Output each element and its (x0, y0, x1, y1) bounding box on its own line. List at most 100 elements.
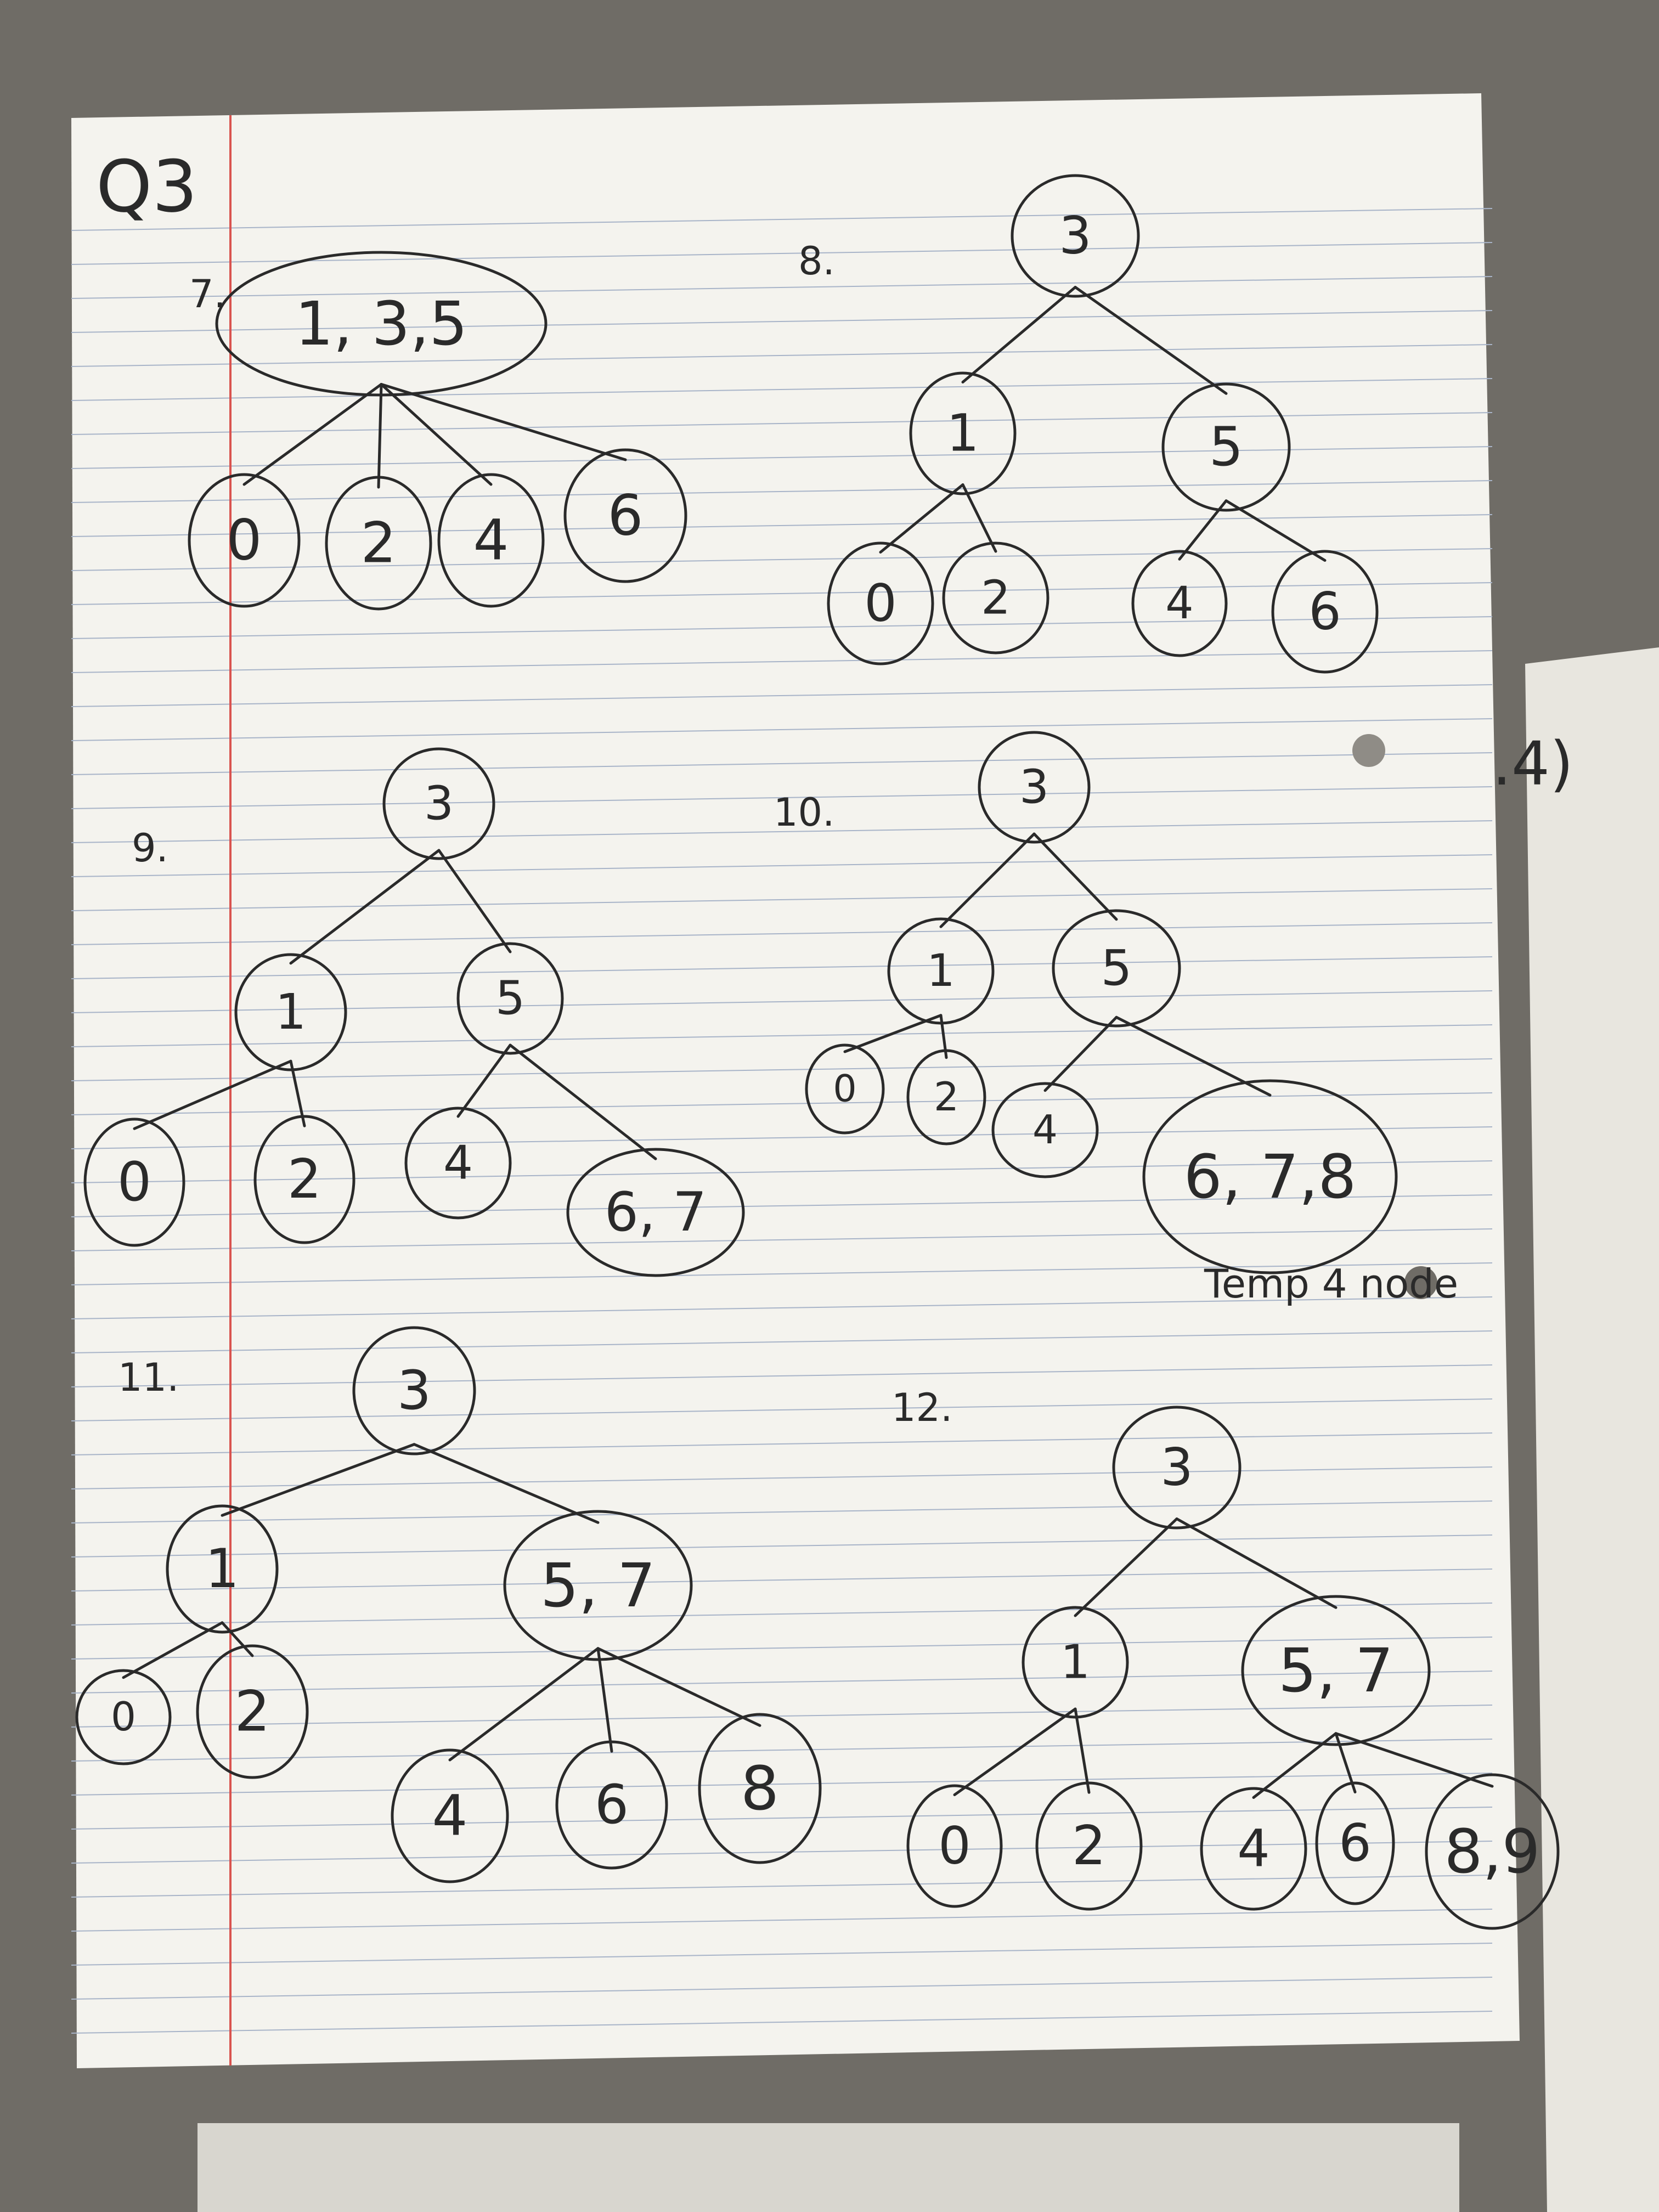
punch-hole (1404, 1266, 1437, 1299)
ruled-line (71, 1398, 1493, 1421)
tree-edge (1074, 286, 1228, 395)
tree-node-label: 1 (1060, 1635, 1090, 1690)
ruled-line (71, 1943, 1493, 1966)
tree-node-circle (827, 541, 934, 665)
ruled-line (71, 1739, 1493, 1762)
tree-node-label: 2 (361, 511, 397, 576)
ruled-line (71, 1296, 1493, 1319)
tree-node-label: 2 (981, 571, 1011, 625)
ruled-line (71, 1092, 1493, 1115)
tree-node-label: 0 (117, 1151, 151, 1214)
tree-node-label: 6 (595, 1774, 629, 1836)
tree-node-label: 5, 7 (1278, 1635, 1393, 1706)
tree-node-label: 8 (741, 1753, 779, 1824)
tree-node-label: 5 (495, 972, 525, 1026)
tree-edge (879, 483, 964, 554)
tree-edge (939, 832, 1036, 928)
ruled-line (71, 548, 1493, 571)
ruled-line (71, 1058, 1493, 1081)
tree-node-circle (563, 448, 687, 583)
ruled-line (71, 1602, 1493, 1626)
tree-node-label: 5 (1209, 416, 1243, 478)
ruled-line (71, 1637, 1493, 1660)
ruled-line (71, 786, 1493, 809)
tree-node-circle (1241, 1595, 1431, 1746)
tree-node-circle (1425, 1773, 1560, 1930)
ruled-line (71, 718, 1493, 741)
tree-edge (122, 1621, 224, 1679)
tree-node-circle (1011, 174, 1140, 298)
tree-node-label: 5 (1101, 940, 1132, 997)
ruled-line (71, 1126, 1493, 1149)
ruled-line (71, 344, 1493, 367)
tree-node-circle (456, 942, 564, 1055)
tree-edge (289, 1059, 306, 1127)
ruled-line (71, 1262, 1493, 1285)
tree-node-label: 3 (1019, 760, 1049, 815)
tree-node-circle (1131, 550, 1228, 657)
tree-edge (1224, 499, 1327, 562)
tree-node-circle (404, 1107, 512, 1220)
tree-node-circle (978, 731, 1091, 844)
tree-node-circle (887, 917, 995, 1025)
tree-edge (242, 383, 383, 486)
ruled-line (71, 582, 1493, 605)
tree-edge (380, 383, 627, 461)
tree-label-10: 10. (774, 790, 834, 835)
tree-node-circle (215, 251, 548, 397)
tree-node-label: 6 (608, 483, 644, 549)
tree-node-label: 0 (938, 1816, 971, 1876)
tree-edge (456, 1043, 512, 1118)
tree-node-circle (166, 1504, 279, 1634)
ruled-line (71, 1671, 1493, 1694)
tree-node-circle (805, 1043, 885, 1135)
tree-node-label: 3 (1059, 206, 1092, 266)
ruled-line (71, 616, 1493, 639)
tree-node-label: 3 (1160, 1438, 1193, 1498)
tree-edge (1032, 832, 1118, 921)
tree-node-circle (253, 1115, 356, 1244)
ruled-line (71, 820, 1493, 843)
tree-node-circle (909, 371, 1017, 495)
tree-node-label: 0 (111, 1694, 136, 1740)
ruled-line (71, 956, 1493, 979)
tree-node-circle (906, 1049, 986, 1146)
tree-node-label: 2 (1072, 1815, 1106, 1877)
tree-node-circle (991, 1082, 1099, 1178)
tree-node-label: 3 (424, 777, 454, 831)
tree-node-label: 6, 7 (605, 1181, 707, 1244)
tree-node-circle (382, 747, 495, 860)
tree-edge (289, 849, 441, 965)
tree-edge (509, 1043, 657, 1160)
tree-node-circle (83, 1118, 185, 1247)
tree-edge (1074, 1707, 1091, 1794)
tree-node-circle (1052, 909, 1181, 1028)
ruled-line (71, 1330, 1493, 1353)
tree-node-label: 1 (927, 945, 955, 997)
tree-node-label: 1 (205, 1538, 239, 1600)
tree-node-circle (325, 476, 432, 611)
tree-node-label: 6 (1339, 1814, 1372, 1874)
ruled-line (71, 480, 1493, 503)
tree-node-label: 2 (287, 1148, 321, 1211)
tree-edge (596, 1647, 613, 1753)
tree-node-label: 0 (227, 508, 262, 573)
tree-edge (221, 1621, 254, 1657)
tree-node-label: 4 (1237, 1819, 1270, 1879)
tree-12: 3 1 5, 7 0 2 4 6 8,9 (906, 1406, 1560, 1930)
tree-edge (377, 383, 383, 489)
ruled-line (71, 1024, 1493, 1047)
tree-node-circle (1035, 1781, 1143, 1911)
tree-edge (961, 286, 1077, 383)
ruled-line (71, 1875, 1493, 1898)
tree-node-circle (942, 541, 1049, 654)
punch-hole (1352, 734, 1385, 767)
tree-node-circle (352, 1326, 476, 1455)
ruled-line (71, 310, 1493, 333)
tree-node-label: 8,9 (1444, 1816, 1541, 1887)
ruled-line (71, 378, 1493, 401)
